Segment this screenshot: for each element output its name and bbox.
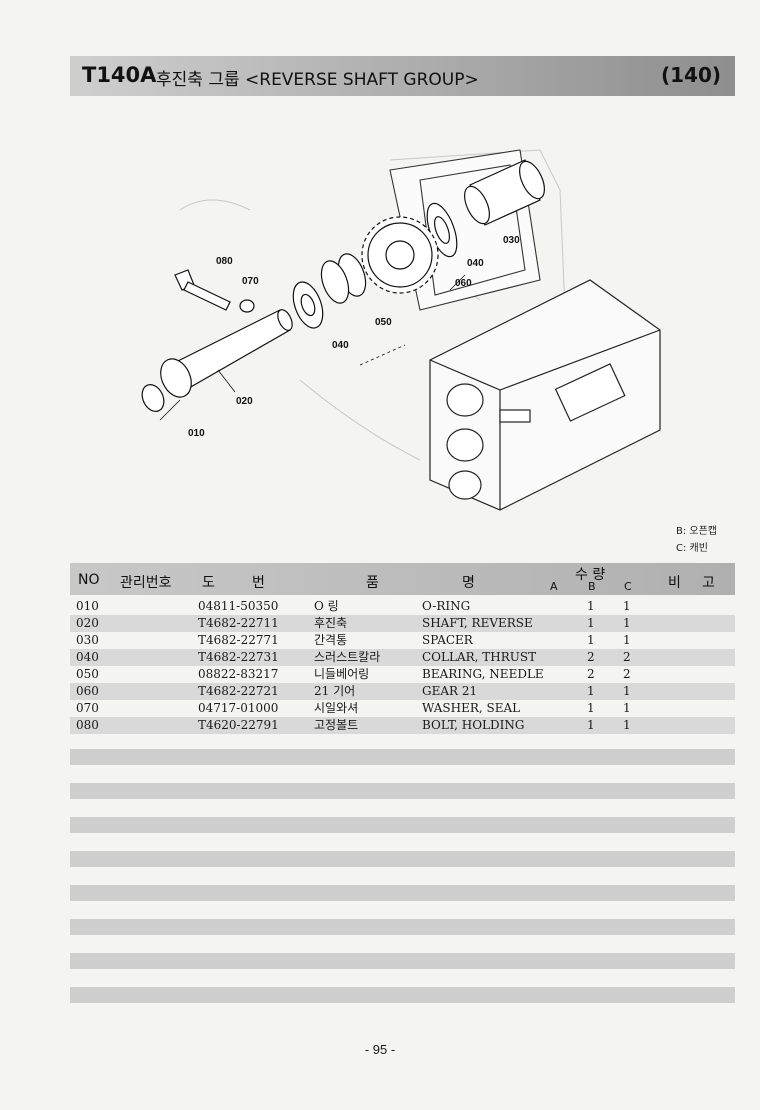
callout-040-left: 040 [332,340,349,351]
empty-row-band [70,851,735,867]
empty-row-band [70,919,735,935]
empty-row-band [70,885,735,901]
o-ring-010 [141,384,165,412]
col-quantity: 수 량 [575,567,606,583]
seal-washer-070 [239,299,255,313]
col-drawing-a: 도 [202,575,215,591]
group-code: (140) [660,63,721,87]
empty-row-band [70,817,735,833]
page-number: - 95 - [364,1042,396,1057]
needle-bearing-050 [320,253,367,304]
col-no: NO [78,572,100,588]
table-header: NO 관리번호 도 번 품 명 수 량 A B C 비 고 [70,563,735,595]
thrust-collar-040-left [292,281,324,329]
gear-21-060 [361,216,439,294]
title-bar: T140A 후진축 그룹 <REVERSE SHAFT GROUP> (140) [70,56,735,96]
spacer-030 [464,159,545,226]
col-qty-a: A [550,580,558,593]
callout-010: 010 [188,428,205,439]
table-row: 030 T4682-22771 간격통 SPACER 1 1 [76,633,631,647]
callout-070: 070 [242,276,259,287]
legend-cabin: C: 캐빈 [676,543,708,554]
thrust-collar-040-right [426,202,458,258]
legend-open-cab: B: 오픈캡 [676,526,718,537]
empty-row-band [70,783,735,799]
col-remark-a: 비 [668,575,681,591]
holding-bolt-080 [174,269,231,311]
col-remark-b: 고 [702,575,715,591]
callout-020: 020 [236,396,253,407]
table-row: 020 T4682-22711 후진축 SHAFT, REVERSE 1 1 [70,615,735,632]
transmission-case [429,279,661,511]
col-drawing-b: 번 [252,575,265,591]
table-row: 050 08822-83217 니들베어링 BEARING, NEEDLE 2 … [76,667,631,681]
col-name-b: 명 [462,575,475,591]
exploded-parts-diagram: 030 040 060 050 040 080 070 020 010 [141,149,661,511]
col-name-a: 품 [366,575,379,591]
model-code: T140A [82,63,157,87]
callout-030: 030 [503,235,520,246]
col-mgmt-number: 관리번호 [120,575,172,591]
col-qty-c: C [624,580,632,593]
empty-row-band [70,987,735,1003]
empty-row-band [70,953,735,969]
table-row: 060 T4682-22721 21 기어 GEAR 21 1 1 [70,683,735,700]
table-row: 010 04811-50350 O 링 O-RING 1 1 [76,599,631,613]
table-row: 070 04717-01000 시일와셔 WASHER, SEAL 1 1 [76,701,631,715]
reverse-shaft-020 [160,309,293,398]
callout-040-right: 040 [467,258,484,269]
table-row: 040 T4682-22731 스러스트칼라 COLLAR, THRUST 2 … [70,649,735,666]
col-qty-b: B [588,580,596,593]
callout-050: 050 [375,317,392,328]
callout-060: 060 [455,278,472,289]
callout-080: 080 [216,256,233,267]
table-row: 080 T4620-22791 고정볼트 BOLT, HOLDING 1 1 [70,717,735,734]
empty-row-band [70,749,735,765]
page-title: 후진축 그룹 <REVERSE SHAFT GROUP> [156,70,479,90]
